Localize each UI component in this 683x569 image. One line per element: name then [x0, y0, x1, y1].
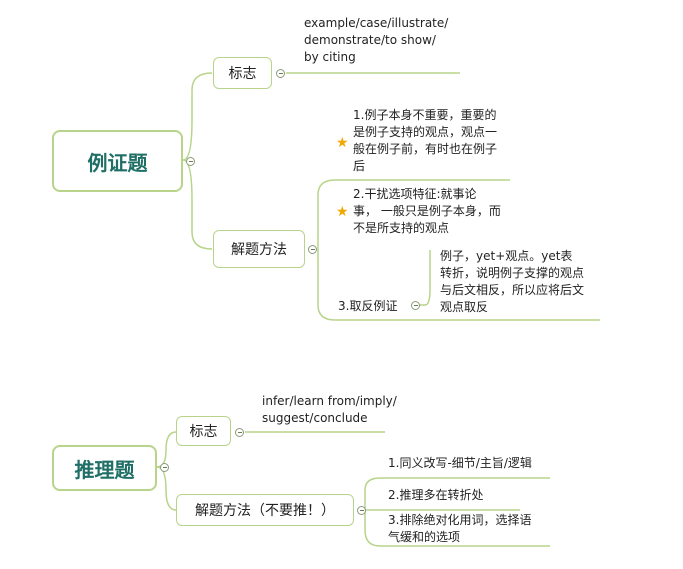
node-method-1-label: 解题方法: [231, 242, 287, 258]
method-1-item3-detail: 例子，yet+观点。yet表 转折，说明例子支撑的观点 与后文相反，所以应将后文…: [440, 248, 584, 316]
text-line: 例子，yet+观点。yet表: [440, 249, 573, 263]
root-node-inference-label: 推理题: [74, 457, 135, 482]
biaozhi-2-text: infer/learn from/imply/ suggest/conclude: [262, 393, 397, 427]
text-line: 转折，说明例子支撑的观点: [440, 266, 585, 280]
root-node-inference[interactable]: 推理题: [52, 445, 157, 491]
collapse-minus-icon[interactable]: [160, 463, 169, 472]
node-method-1[interactable]: 解题方法: [213, 230, 305, 268]
text-line: 与后文相反，所以应将后文: [440, 283, 585, 297]
collapse-minus-icon[interactable]: [357, 506, 366, 515]
node-biaozhi-2[interactable]: 标志: [176, 416, 231, 446]
node-biaozhi-1[interactable]: 标志: [213, 57, 272, 89]
collapse-minus-icon[interactable]: [308, 245, 317, 254]
method-2-item3: 3.排除绝对化用词，选择语 气缓和的选项: [388, 512, 531, 546]
star-icon: ★: [336, 204, 349, 220]
collapse-minus-icon[interactable]: [276, 69, 285, 78]
method-1-item3-label[interactable]: 3.取反例证: [338, 299, 398, 313]
star-icon: ★: [336, 135, 349, 151]
text-line: demonstrate/to show/: [304, 33, 436, 47]
text-line: 后: [353, 159, 366, 173]
collapse-minus-icon[interactable]: [411, 301, 420, 310]
text-line: infer/learn from/imply/: [262, 394, 397, 408]
text-line: 3.排除绝对化用词，选择语: [388, 513, 532, 527]
node-method-2[interactable]: 解题方法（不要推！）: [176, 494, 354, 526]
text-line: 气缓和的选项: [388, 530, 461, 544]
method-1-item1: 1.例子本身不重要，重要的 是例子支持的观点，观点一 般在例子前，有时也在例子 …: [353, 107, 497, 175]
node-biaozhi-1-label: 标志: [228, 66, 257, 82]
method-1-item2: 2.干扰选项特征:就事论 事， 一般只是例子本身，而 不是所支持的观点: [353, 186, 501, 237]
method-2-item1: 1.同义改写-细节/主旨/逻辑: [388, 456, 532, 470]
text-line: by citing: [304, 50, 356, 64]
text-line: suggest/conclude: [262, 411, 368, 425]
text-line: 般在例子前，有时也在例子: [353, 142, 498, 156]
text-line: 观点取反: [440, 300, 489, 314]
collapse-minus-icon[interactable]: [186, 157, 195, 166]
root-node-example[interactable]: 例证题: [52, 130, 183, 192]
collapse-minus-icon[interactable]: [235, 428, 244, 437]
node-method-2-label: 解题方法（不要推！）: [195, 503, 335, 519]
text-line: 1.例子本身不重要，重要的: [353, 108, 497, 122]
text-line: 2.干扰选项特征:就事论: [353, 187, 477, 201]
method-2-item2: 2.推理多在转折处: [388, 488, 484, 502]
text-line: 是例子支持的观点，观点一: [353, 125, 498, 139]
text-line: example/case/illustrate/: [304, 16, 449, 30]
node-biaozhi-2-label: 标志: [189, 424, 218, 440]
root-node-example-label: 例证题: [87, 150, 148, 175]
text-line: 事， 一般只是例子本身，而: [353, 204, 501, 218]
text-line: 不是所支持的观点: [353, 221, 450, 235]
biaozhi-1-text: example/case/illustrate/ demonstrate/to …: [304, 15, 448, 66]
